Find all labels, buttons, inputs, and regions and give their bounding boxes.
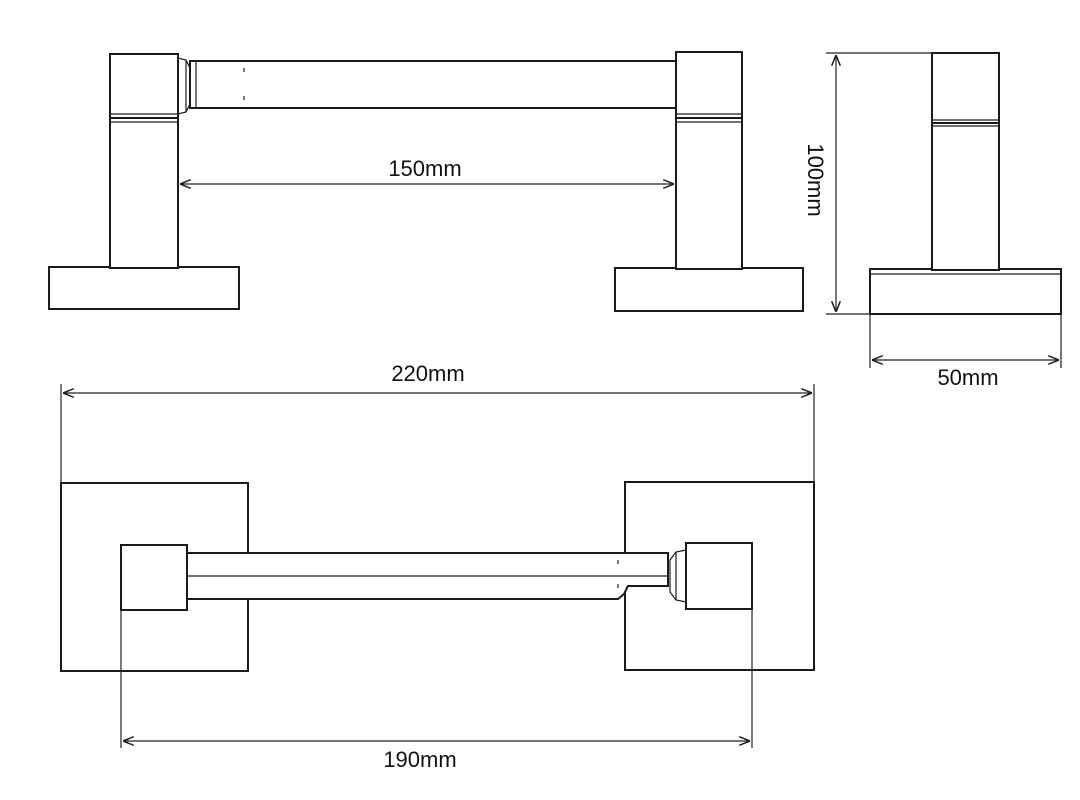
dimension-depth-label: 50mm — [937, 365, 998, 390]
front-right-bracket — [614, 51, 804, 312]
dimension-mount-spacing: 190mm — [120, 609, 753, 772]
dimension-height-label: 100mm — [803, 143, 828, 216]
dimension-mount-spacing-label: 190mm — [383, 747, 456, 772]
dimension-height: 100mm — [803, 52, 932, 315]
top-bar — [186, 552, 669, 600]
side-view: 100mm 50mm — [803, 52, 1062, 390]
dimension-inner-width: 150mm — [180, 156, 674, 184]
front-view: 150mm — [48, 51, 804, 312]
front-bar — [189, 60, 677, 109]
dimension-depth: 50mm — [869, 314, 1062, 390]
dimension-overall-length-label: 220mm — [391, 361, 464, 386]
top-view: 220mm 190mm — [60, 361, 815, 772]
dimension-overall-length: 220mm — [60, 361, 815, 483]
front-left-bracket — [48, 53, 240, 310]
dimension-inner-width-label: 150mm — [388, 156, 461, 181]
